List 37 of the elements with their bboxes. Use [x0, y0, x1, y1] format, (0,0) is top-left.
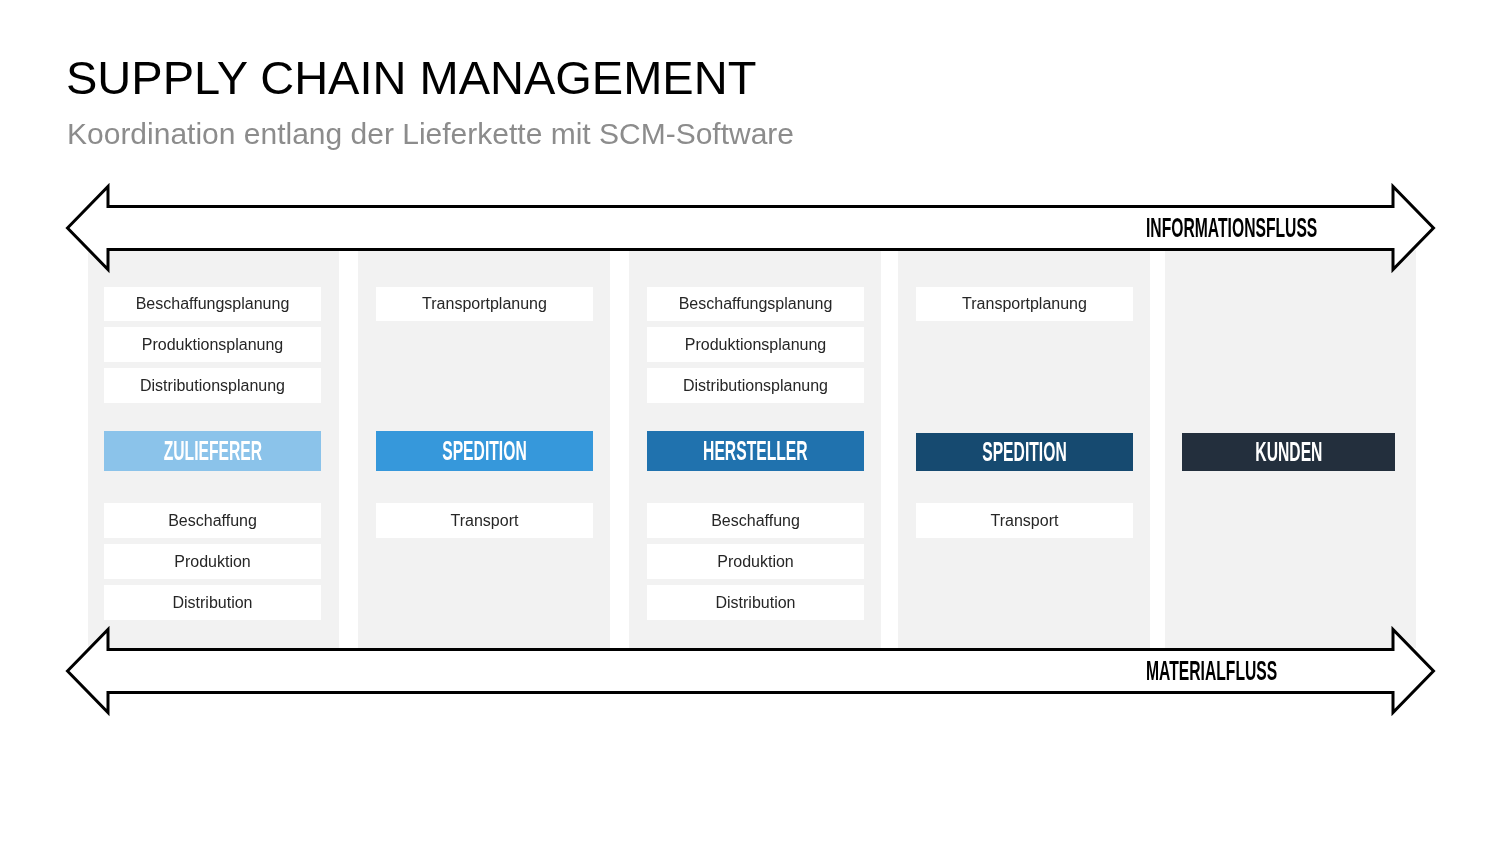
flow-label: MATERIALFLUSS: [1146, 657, 1278, 685]
task-box: Produktionsplanung: [647, 327, 864, 362]
column-panel: [629, 250, 881, 648]
task-box: Transport: [916, 503, 1133, 538]
task-box: Beschaffung: [104, 503, 321, 538]
stage-name: KUNDEN: [1254, 438, 1323, 466]
subtitle: Koordination entlang der Lieferkette mit SCM-Software: [67, 116, 795, 152]
stage-name: HERSTELLER: [703, 437, 808, 465]
title: SUPPLY CHAIN MANAGEMENT: [66, 52, 757, 104]
stage-name: SPEDITION: [982, 438, 1067, 466]
stage-name: ZULIEFERER: [163, 437, 262, 465]
double-arrow: [66, 185, 1435, 271]
stage-name: SPEDITION: [442, 437, 527, 465]
task-box: Beschaffungsplanung: [647, 287, 864, 321]
task-box: Produktion: [647, 544, 864, 579]
task-box: Distributionsplanung: [104, 368, 321, 403]
column-panel: [358, 250, 610, 648]
stage-header: [1182, 433, 1395, 471]
column-panel: [88, 250, 339, 648]
task-box: Transportplanung: [376, 287, 593, 321]
double-arrow: [66, 628, 1435, 714]
task-box: Transportplanung: [916, 287, 1133, 321]
column-panel: [898, 250, 1150, 648]
task-box: Distribution: [104, 585, 321, 620]
task-box: Produktionsplanung: [104, 327, 321, 362]
task-box: Beschaffung: [647, 503, 864, 538]
task-box: Distributionsplanung: [647, 368, 864, 403]
flow-label: INFORMATIONSFLUSS: [1146, 214, 1318, 242]
task-box: Distribution: [647, 585, 864, 620]
stage-header: [647, 431, 864, 471]
column-panel: [1165, 250, 1416, 648]
stage-header: [104, 431, 321, 471]
stage-header: [376, 431, 593, 471]
task-box: Produktion: [104, 544, 321, 579]
task-box: Transport: [376, 503, 593, 538]
stage-header: [916, 433, 1133, 471]
task-box: Beschaffungsplanung: [104, 287, 321, 321]
